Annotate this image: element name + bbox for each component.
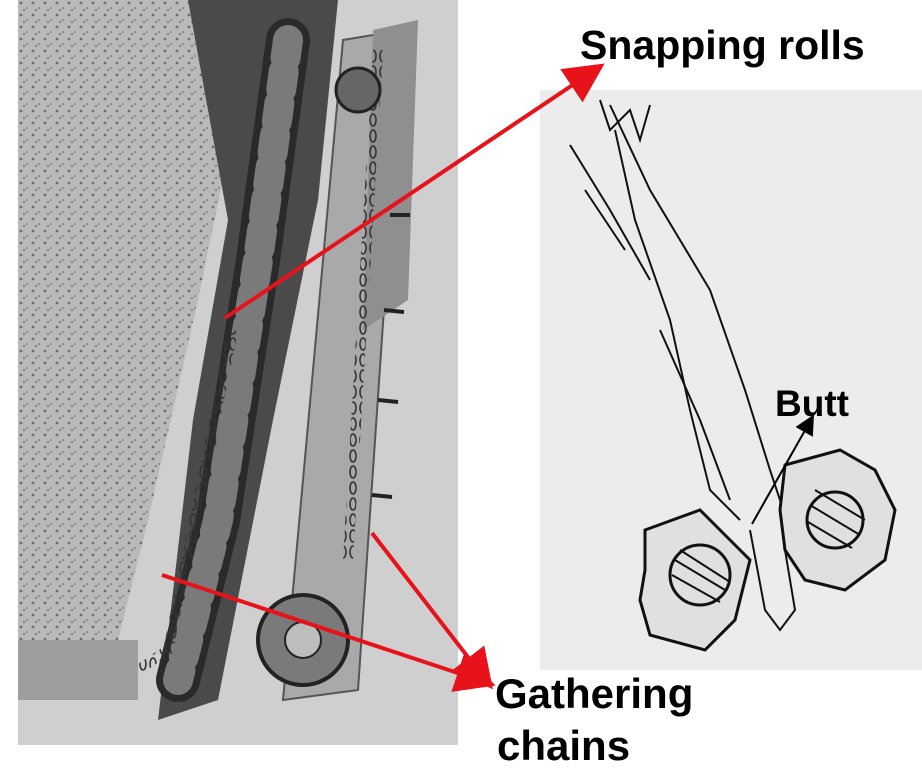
butt-arrow [752, 418, 812, 524]
gathering-chains-arrow-left [162, 575, 488, 683]
snapping-rolls-label: Snapping rolls [580, 22, 865, 69]
gathering-chains-label-line1: Gathering [495, 670, 693, 718]
butt-label: Butt [775, 383, 849, 425]
gathering-chains-label-line2: chains [497, 722, 630, 770]
gathering-chains-arrow-right [372, 533, 488, 683]
snapping-rolls-arrow [225, 68, 598, 318]
